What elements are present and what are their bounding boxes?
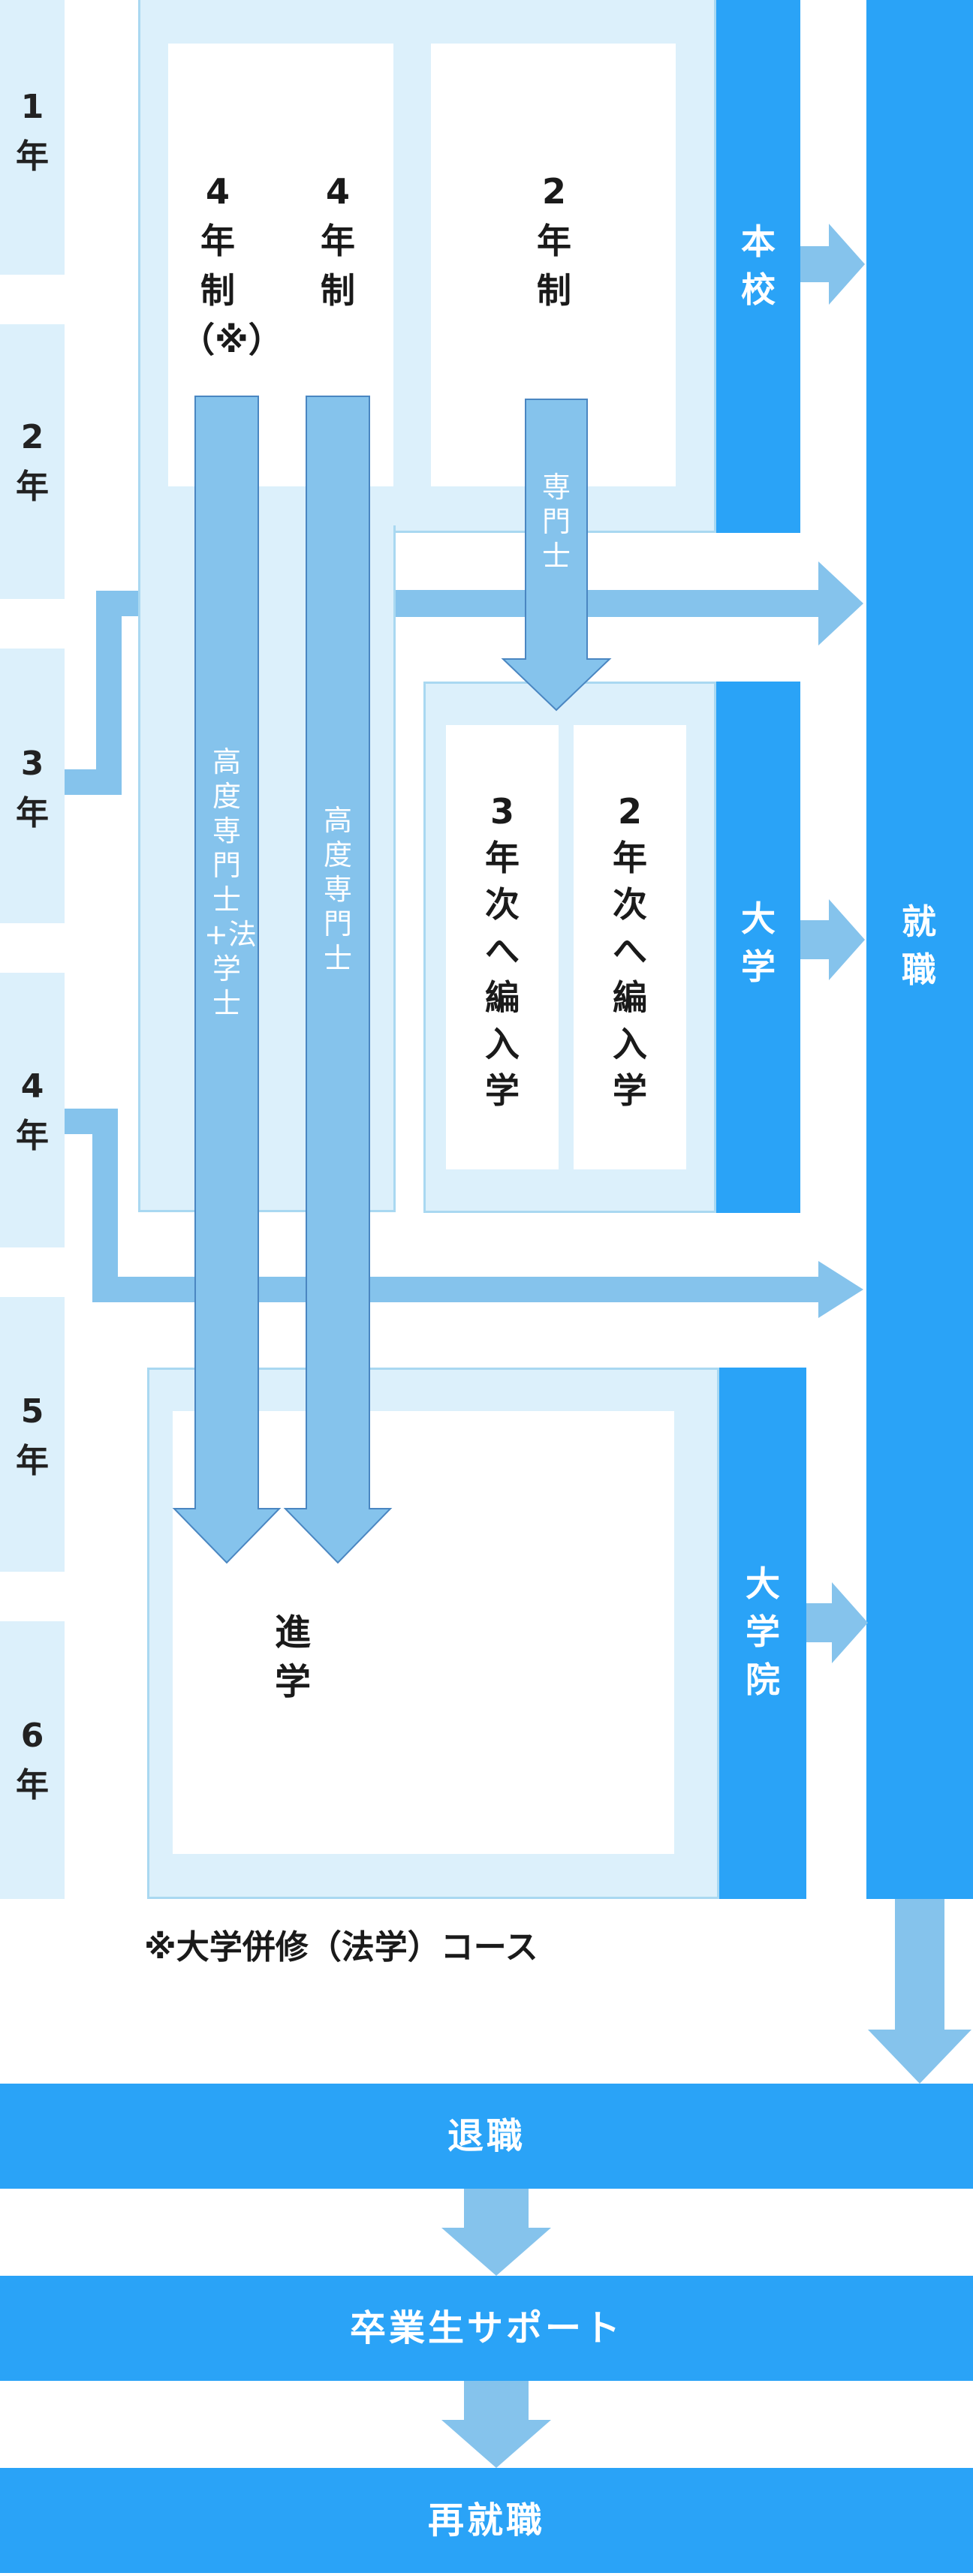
employment-label: 就 職 xyxy=(902,901,936,990)
year-block-3 xyxy=(0,649,65,923)
year-label-3: 3 年 xyxy=(16,745,49,832)
year-label-5: 5 年 xyxy=(16,1392,49,1480)
employment-bar xyxy=(866,0,973,1899)
high-specialist-law-label: 高度専門士+法学士 xyxy=(204,745,257,1020)
third-year-transfer-box xyxy=(446,725,559,1169)
arrow-main-school-to-employment xyxy=(800,224,865,305)
second-year-transfer-label: 2 年 次 へ 編 入 学 xyxy=(613,791,647,1111)
arrow-high-specialist-law xyxy=(172,396,282,1564)
third-year-transfer-label: 3 年 次 へ 編 入 学 xyxy=(485,791,520,1111)
arrow-employment-to-retirement xyxy=(868,1899,971,2084)
graduate-school-label: 大 学 院 xyxy=(746,1563,780,1700)
specialist-label: 専門士 xyxy=(541,471,571,573)
university-bar xyxy=(716,682,800,1213)
year-label-4: 4 年 xyxy=(16,1067,49,1155)
year-block-4 xyxy=(0,973,65,1247)
year-block-1 xyxy=(0,0,65,275)
arrow-year3-to-employment xyxy=(396,561,863,646)
year-block-2 xyxy=(0,324,65,599)
arrow-university-to-employment xyxy=(800,899,865,980)
year-label-2: 2 年 xyxy=(16,418,49,506)
connector-year3 xyxy=(65,591,138,795)
year-label-1: 1 年 xyxy=(16,88,49,176)
main-school-label: 本 校 xyxy=(741,221,776,310)
four-year-label: 4 年 制 xyxy=(321,171,355,311)
year-block-6 xyxy=(0,1621,65,1899)
course-footnote: ※大学併修（法学）コース xyxy=(144,1928,538,1967)
retirement-band: 退職 xyxy=(0,2084,973,2189)
connector-year4 xyxy=(65,1109,818,1302)
main-school-bar xyxy=(716,0,800,533)
university-label: 大 学 xyxy=(741,898,776,987)
reemployment-band: 再就職 xyxy=(0,2468,973,2573)
graduate-school-bar xyxy=(719,1368,806,1899)
four-year-course-label: 4 年 制 （※） xyxy=(180,171,283,360)
high-specialist-label: 高度専門士 xyxy=(323,804,352,975)
arrow-specialist xyxy=(501,399,612,712)
arrow-retirement-to-support xyxy=(441,2189,551,2276)
arrow-graduate-to-employment xyxy=(806,1582,868,1663)
two-year-label: 2 年 制 xyxy=(537,171,571,311)
year-label-6: 6 年 xyxy=(16,1717,49,1804)
year-block-5 xyxy=(0,1297,65,1572)
arrow-high-specialist xyxy=(283,396,393,1564)
alumni-support-band: 卒業生サポート xyxy=(0,2276,973,2381)
arrow-support-to-reemployment xyxy=(441,2381,551,2468)
advancement-label: 進 学 xyxy=(274,1612,311,1703)
second-year-transfer-box xyxy=(574,725,686,1169)
arrow-year4-to-employment xyxy=(818,1261,863,1318)
